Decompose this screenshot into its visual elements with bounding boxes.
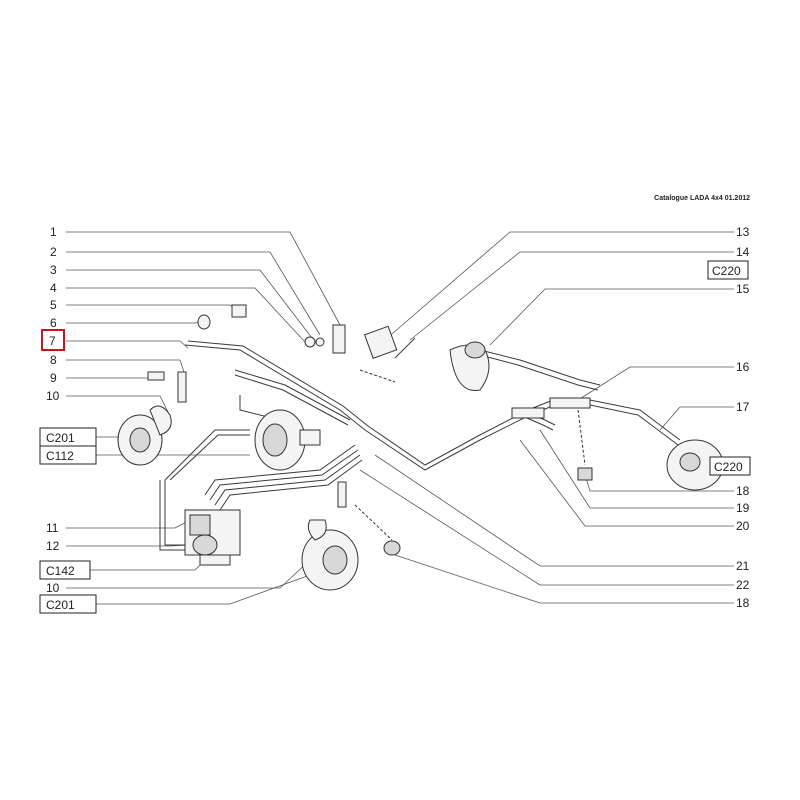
callout-19: 19 — [736, 501, 750, 515]
callout-12: 12 — [46, 539, 60, 553]
ref-c112: C112 — [46, 449, 74, 463]
callout-15: 15 — [736, 282, 750, 296]
rear-right-drum — [666, 439, 724, 491]
callout-22: 22 — [736, 578, 750, 592]
bolt-18-lower — [383, 540, 401, 556]
callout-13: 13 — [736, 225, 750, 239]
callout-21: 21 — [736, 559, 750, 573]
ref-c220-top: C220 — [712, 264, 741, 278]
callout-14: 14 — [736, 245, 750, 259]
callout-11: 11 — [46, 521, 59, 535]
tee-connectors — [354, 397, 593, 541]
callout-9: 9 — [50, 371, 57, 385]
callout-3: 3 — [50, 263, 57, 277]
callout-16: 16 — [736, 360, 750, 374]
callout-10: 10 — [46, 389, 60, 403]
callout-5: 5 — [50, 298, 57, 312]
front-left-brake — [117, 371, 187, 466]
brake-booster — [254, 409, 321, 471]
ref-c142: C142 — [46, 564, 75, 578]
right-ref-boxes: C220 C220 — [707, 260, 751, 476]
callout-18-lower: 18 — [736, 596, 750, 610]
ref-c220-right: C220 — [714, 460, 743, 474]
callout-10-lower: 10 — [46, 581, 60, 595]
callout-8: 8 — [50, 353, 57, 367]
brake-pipes — [159, 340, 681, 551]
callout-2: 2 — [50, 245, 57, 259]
right-leader-lines — [359, 231, 734, 604]
abs-modulator — [184, 509, 241, 566]
left-callouts: 1 2 3 4 5 6 7 8 9 10 11 12 10 — [41, 225, 65, 595]
callout-7-highlight — [41, 329, 65, 351]
callout-7[interactable]: 7 — [49, 334, 56, 348]
ref-c201-top: C201 — [46, 431, 75, 445]
rear-left-drum — [449, 341, 490, 391]
callout-6: 6 — [50, 316, 57, 330]
small-parts-1-4 — [147, 304, 346, 381]
left-ref-boxes: C201 C112 C142 C201 — [39, 427, 97, 614]
connector-13 — [359, 325, 416, 383]
callout-1: 1 — [50, 225, 57, 239]
callout-20: 20 — [736, 519, 750, 533]
right-callouts: 13 14 15 16 17 18 19 20 21 22 18 — [736, 225, 750, 610]
ref-c201-bottom: C201 — [46, 598, 75, 612]
callout-17: 17 — [736, 400, 750, 414]
catalogue-label: Catalogue LADA 4x4 01.2012 — [654, 195, 750, 202]
callout-18: 18 — [736, 484, 750, 498]
callout-4: 4 — [50, 281, 57, 295]
front-right-brake — [301, 481, 359, 591]
